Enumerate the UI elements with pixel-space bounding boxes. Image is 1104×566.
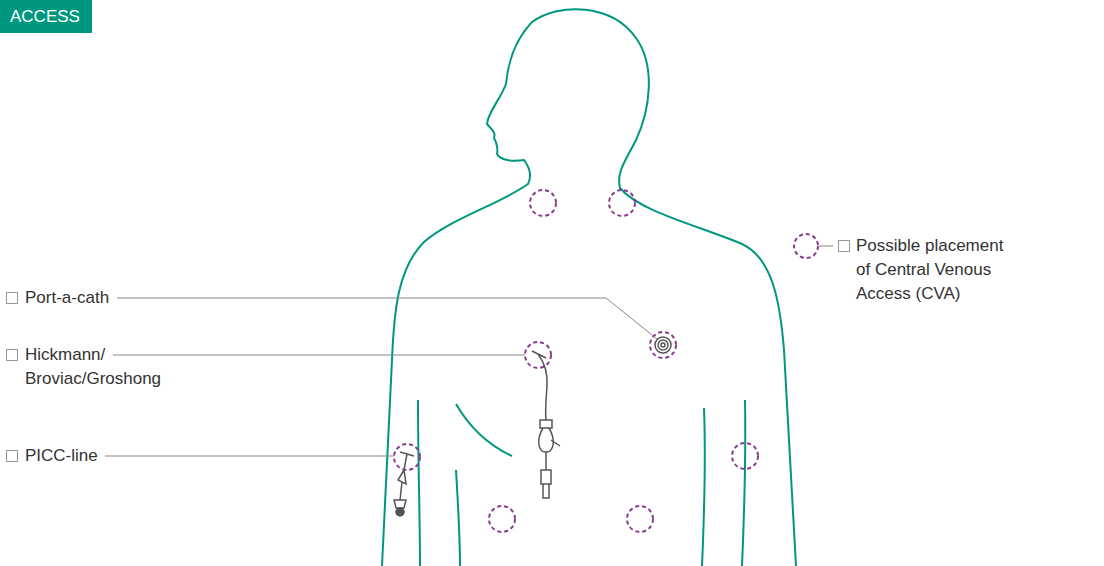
leader-line	[113, 355, 525, 356]
leader-line	[117, 298, 657, 339]
leader-line	[105, 456, 394, 457]
checkbox	[7, 451, 18, 462]
leader-line	[819, 246, 833, 247]
torso-left	[456, 470, 460, 566]
torso-right	[702, 408, 705, 566]
checkbox	[839, 241, 850, 252]
legend-text: Possible placement of Central Venous Acc…	[856, 234, 1014, 306]
placement-circle	[394, 444, 420, 470]
section-tag: ACCESS	[0, 0, 92, 33]
arm-inner-left	[418, 400, 420, 566]
port-symbol	[655, 337, 671, 353]
part-label: PICC-line	[25, 444, 98, 468]
picc-catheter	[394, 452, 414, 516]
placement-circle	[609, 190, 635, 216]
hickman-catheter	[532, 351, 560, 498]
placement-circle	[530, 190, 556, 216]
part-label: Port-a-cath	[25, 286, 109, 310]
chest-line-left	[456, 404, 512, 456]
part-label: Hickmann/ Broviac/Groshong	[25, 343, 175, 391]
arm-inner-right	[742, 400, 745, 566]
legend-swatch	[794, 234, 818, 258]
checkbox	[7, 350, 18, 361]
body-outline	[382, 9, 796, 566]
checkbox	[7, 293, 18, 304]
placement-circle	[627, 506, 653, 532]
placement-circle	[489, 506, 515, 532]
placement-circle	[732, 443, 758, 469]
